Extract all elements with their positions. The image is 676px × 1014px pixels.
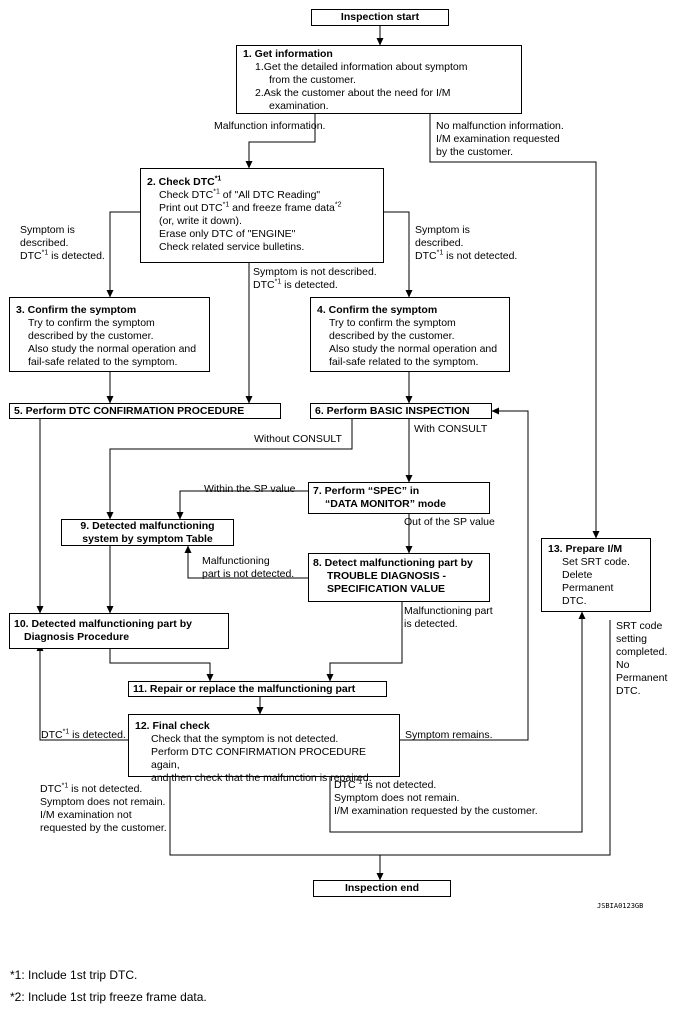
step-9-line: 9. Detected malfunctioning bbox=[80, 520, 215, 532]
step-4-line: fail-safe related to the symptom. bbox=[329, 356, 479, 368]
step-3-line: fail-safe related to the symptom. bbox=[28, 356, 178, 368]
arrow-12-to-end bbox=[169, 777, 384, 881]
inspection-end-box: Inspection end bbox=[313, 880, 451, 897]
arrow-13-to-end bbox=[380, 620, 611, 856]
inspection-start-box: Inspection start bbox=[311, 9, 449, 26]
label-symptom-described-dtc-detected: Symptom is described. DTC*1 is detected. bbox=[20, 224, 105, 262]
step-2-line: Check related service bulletins. bbox=[159, 241, 305, 253]
step-1-line: examination. bbox=[269, 100, 329, 112]
label-srt-setting-completed: SRT code setting completed. No Permanent… bbox=[616, 620, 668, 697]
step-12-line: and then check that the malfunction is r… bbox=[151, 772, 372, 784]
label-dtc-detected: DTC*1 is detected. bbox=[41, 728, 126, 742]
step-9-symptom-table: 9. Detected malfunctioning system by sym… bbox=[61, 519, 234, 546]
step-8-line: TROUBLE DIAGNOSIS - bbox=[327, 570, 447, 582]
label-right-end-condition: DTC*1 is not detected. Symptom does not … bbox=[334, 778, 538, 818]
step-7-perform-spec: 7. Perform “SPEC” in “DATA MONITOR” mode bbox=[308, 482, 490, 514]
step-1-line: from the customer. bbox=[269, 74, 356, 86]
step-13-line: Delete bbox=[562, 569, 593, 581]
step-3-line: Try to confirm the symptom bbox=[28, 317, 155, 329]
step-10-line: 10. Detected malfunctioning part by bbox=[14, 618, 192, 630]
arrow-1-to-2 bbox=[245, 114, 316, 169]
step-6-basic-inspection: 6. Perform BASIC INSPECTION bbox=[310, 403, 492, 419]
step-6-title: 6. Perform BASIC INSPECTION bbox=[315, 405, 470, 417]
label-malfunction-not-detected: Malfunctioning part is not detected. bbox=[202, 555, 295, 580]
step-8-line: SPECIFICATION VALUE bbox=[327, 583, 446, 595]
step-4-line: described by the customer. bbox=[329, 330, 455, 342]
step-1-title: 1. Get information bbox=[243, 48, 333, 60]
label-malfunction-information: Malfunction information. bbox=[214, 120, 326, 132]
label-with-consult: With CONSULT bbox=[414, 423, 488, 435]
arrow-10-to-11 bbox=[109, 649, 214, 682]
step-4-title: 4. Confirm the symptom bbox=[317, 304, 438, 316]
step-13-line: Set SRT code. bbox=[562, 556, 630, 568]
step-13-line: DTC. bbox=[562, 595, 587, 607]
footnote-2: *2: Include 1st trip freeze frame data. bbox=[10, 990, 207, 1004]
step-2-title: 2. Check DTC*1 bbox=[147, 175, 222, 189]
step-9-line: system by symptom Table bbox=[82, 533, 213, 545]
step-11-repair-replace: 11. Repair or replace the malfunctioning… bbox=[128, 681, 387, 697]
label-symptom-not-described: Symptom is not described. DTC*1 is detec… bbox=[253, 266, 377, 291]
arrow-7-to-9 bbox=[176, 490, 308, 520]
step-3-line: described by the customer. bbox=[28, 330, 154, 342]
step-4-confirm-symptom: 4. Confirm the symptom Try to confirm th… bbox=[310, 297, 510, 372]
step-13-prepare-im: 13. Prepare I/M Set SRT code. Delete Per… bbox=[541, 538, 651, 612]
step-5-dtc-confirmation: 5. Perform DTC CONFIRMATION PROCEDURE bbox=[9, 403, 281, 419]
step-12-final-check: 12. Final check Check that the symptom i… bbox=[128, 714, 400, 784]
step-7-line: 7. Perform “SPEC” in bbox=[313, 485, 420, 497]
label-no-malfunction-information: No malfunction information. I/M examinat… bbox=[436, 120, 564, 158]
step-2-check-dtc: 2. Check DTC*1 Check DTC*1 of "All DTC R… bbox=[140, 168, 384, 263]
step-3-confirm-symptom: 3. Confirm the symptom Try to confirm th… bbox=[9, 297, 210, 372]
step-2-line: (or, write it down). bbox=[159, 215, 242, 227]
label-out-of-sp-value: Out of the SP value bbox=[404, 516, 495, 528]
step-3-title: 3. Confirm the symptom bbox=[16, 304, 137, 316]
arrow-8-to-9 bbox=[184, 545, 308, 579]
step-7-line: “DATA MONITOR” mode bbox=[325, 498, 446, 510]
arrow-12-to-10 bbox=[36, 643, 128, 741]
arrow-2-to-4 bbox=[384, 211, 413, 298]
step-10-line: Diagnosis Procedure bbox=[24, 631, 130, 643]
label-malfunction-detected: Malfunctioning part is detected. bbox=[404, 605, 493, 630]
step-1-line: 2.Ask the customer about the need for I/… bbox=[255, 87, 451, 99]
step-1-line: 1.Get the detailed information about sym… bbox=[255, 61, 468, 73]
step-1-get-information: 1. Get information 1.Get the detailed in… bbox=[236, 45, 522, 114]
inspection-end-label: Inspection end bbox=[344, 882, 420, 894]
step-4-line: Also study the normal operation and bbox=[329, 343, 498, 355]
step-11-title: 11. Repair or replace the malfunctioning… bbox=[133, 683, 356, 695]
step-12-line: Perform DTC CONFIRMATION PROCEDURE again… bbox=[151, 746, 367, 771]
step-12-title: 12. Final check bbox=[135, 720, 210, 732]
arrow-6-to-9 bbox=[106, 419, 353, 520]
arrow-8-to-11 bbox=[326, 602, 403, 682]
step-13-title: 13. Prepare I/M bbox=[548, 543, 623, 555]
arrow-1-to-13 bbox=[429, 114, 600, 539]
step-8-line: 8. Detect malfunctioning part by bbox=[313, 557, 473, 569]
step-4-line: Try to confirm the symptom bbox=[329, 317, 456, 329]
label-symptom-remains: Symptom remains. bbox=[405, 729, 493, 741]
step-10-diagnosis-procedure: 10. Detected malfunctioning part by Diag… bbox=[9, 613, 229, 649]
inspection-start-label: Inspection start bbox=[340, 11, 420, 23]
arrow-2-to-3 bbox=[106, 211, 140, 298]
label-within-sp-value: Within the SP value bbox=[204, 483, 296, 495]
footnote-1: *1: Include 1st trip DTC. bbox=[10, 968, 138, 982]
arrow-12-to-6 bbox=[400, 407, 529, 741]
image-code: JSBIA0123GB bbox=[597, 902, 644, 910]
step-2-line: Check DTC*1 of "All DTC Reading" bbox=[159, 188, 321, 202]
arrow-12-to-13 bbox=[329, 611, 586, 833]
step-2-line: Erase only DTC of "ENGINE" bbox=[159, 228, 296, 240]
step-5-title: 5. Perform DTC CONFIRMATION PROCEDURE bbox=[14, 405, 245, 417]
step-13-line: Permanent bbox=[562, 582, 614, 594]
step-12-line: Check that the symptom is not detected. bbox=[151, 733, 339, 745]
label-symptom-described-dtc-not-detected: Symptom is described. DTC*1 is not detec… bbox=[415, 224, 518, 262]
step-2-line: Print out DTC*1 and freeze frame data*2 bbox=[159, 201, 342, 215]
step-3-line: Also study the normal operation and bbox=[28, 343, 197, 355]
label-left-end-condition: DTC*1 is not detected. Symptom does not … bbox=[40, 782, 167, 835]
label-without-consult: Without CONSULT bbox=[254, 433, 342, 445]
step-8-detect-malfunction: 8. Detect malfunctioning part by TROUBLE… bbox=[308, 553, 490, 602]
